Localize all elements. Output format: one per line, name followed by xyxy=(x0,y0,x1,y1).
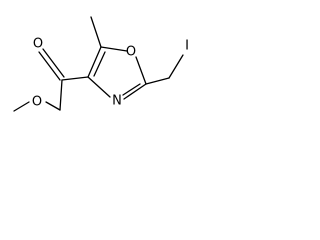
carbonyl-double-bond-outer xyxy=(38,51,61,81)
c2-ch2-bond xyxy=(145,77,170,85)
methyl-c5-bond xyxy=(90,16,102,48)
carbonyl-to-ester-bond xyxy=(59,79,63,111)
methyl-ester-oxygen-bond xyxy=(13,101,30,112)
ring-c4-c5-double-inner xyxy=(93,51,106,77)
ring-c4-c5-bond xyxy=(87,46,102,78)
iodine-label: I xyxy=(185,39,189,54)
ring-o1-c2-bond xyxy=(135,56,147,85)
ch2-iodine-bond xyxy=(168,54,184,79)
ester-oxygen-carbonyl-carbon-bond xyxy=(45,101,61,111)
carbonyl-double-bond-inner xyxy=(42,48,65,78)
ring-c2-n3-double-inner xyxy=(122,83,141,96)
ring-c2-n3-bond xyxy=(123,83,147,100)
ring-nitrogen-label: N xyxy=(112,94,122,109)
molecule-structure-diagram: O O O N I xyxy=(13,16,189,112)
ring-n3-c4-bond xyxy=(87,76,111,98)
ester-oxygen-label: O xyxy=(32,95,42,110)
carbonyl-to-ring-bond xyxy=(61,76,89,81)
ring-c5-o1-bond xyxy=(100,46,128,52)
carbonyl-oxygen-label: O xyxy=(33,37,43,52)
ring-oxygen-label: O xyxy=(126,45,136,60)
